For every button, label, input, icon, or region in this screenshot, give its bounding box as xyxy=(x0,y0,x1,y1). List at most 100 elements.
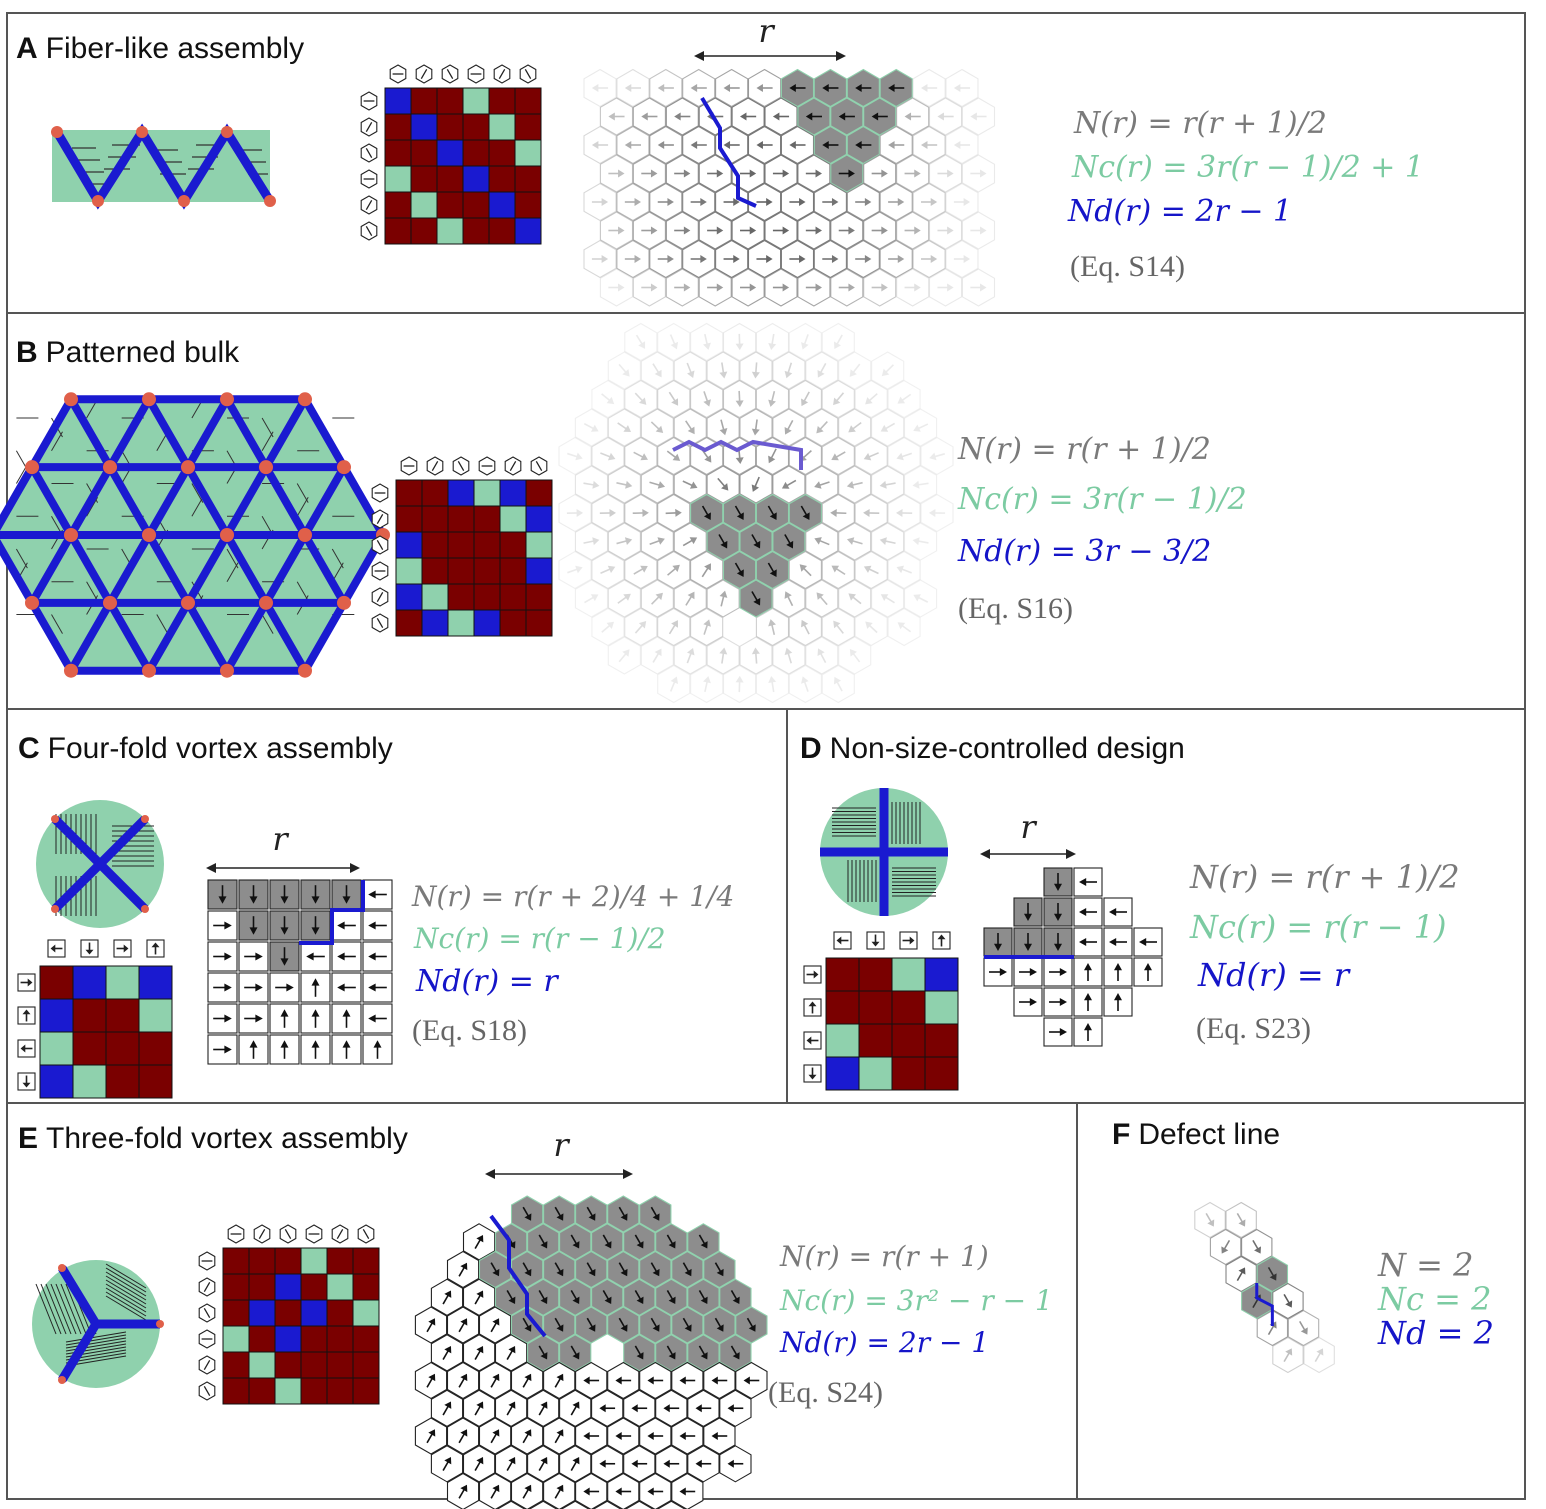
arrow-icon xyxy=(871,112,888,121)
hex-tile xyxy=(706,579,740,618)
arrow-icon xyxy=(342,1009,351,1028)
lattice-node xyxy=(259,460,273,475)
arrow-icon xyxy=(816,592,828,606)
hex-tile xyxy=(1256,1255,1289,1293)
panel-e-r-label: r xyxy=(553,1126,570,1164)
square-tile xyxy=(300,1003,331,1034)
arrow-icon xyxy=(663,1404,680,1413)
hexagon-orientation-icon xyxy=(305,1224,323,1244)
matrix-cell xyxy=(825,1023,860,1058)
arrow-icon xyxy=(624,84,641,92)
arrow-icon xyxy=(784,591,794,607)
arrow-icon xyxy=(1049,968,1067,976)
hex-tile xyxy=(912,125,946,165)
arrow-icon xyxy=(458,1373,468,1388)
hex-tile xyxy=(510,1306,544,1344)
arrow-icon xyxy=(601,621,615,633)
arrow-icon xyxy=(666,1290,676,1305)
matrix-cell xyxy=(447,479,475,507)
hexagon-orientation-icon xyxy=(279,1224,297,1244)
hex-tile xyxy=(687,1223,720,1261)
square-tile xyxy=(269,972,300,1003)
hex-tile xyxy=(755,322,790,362)
arrow-icon xyxy=(690,255,707,263)
arrow-icon xyxy=(674,169,691,178)
hexagon-orientation-icon xyxy=(360,143,378,163)
lattice-node xyxy=(259,595,273,610)
hex-tile xyxy=(690,379,724,419)
square-tile xyxy=(1103,987,1133,1017)
arrow-icon xyxy=(641,283,658,292)
arrow-icon xyxy=(1079,908,1097,916)
panel-a-hex-lattice: r xyxy=(583,12,996,307)
arrow-icon xyxy=(631,1459,648,1468)
arrow-icon xyxy=(937,169,954,178)
arrow-icon xyxy=(311,885,320,904)
panel-a-eq-ref: (Eq. S14) xyxy=(1070,250,1185,283)
arrow-icon xyxy=(805,169,822,178)
arrow-icon xyxy=(801,676,809,692)
arrow-icon xyxy=(743,1376,760,1385)
arrow-icon xyxy=(703,619,711,635)
panel-e-eq-nc: Nc(r) = 3r² − r − 1 xyxy=(780,1284,1053,1317)
matrix-cell xyxy=(105,998,140,1033)
hex-tile xyxy=(430,1334,464,1372)
matrix-cell xyxy=(825,990,860,1025)
arrow-icon xyxy=(801,619,810,635)
matrix-cell xyxy=(499,557,527,585)
hex-tile xyxy=(747,182,782,222)
arrow-icon xyxy=(735,390,744,408)
panel-c-interaction-matrix xyxy=(17,939,173,1099)
matrix-cell xyxy=(326,1351,354,1379)
arrow-icon xyxy=(1205,1212,1215,1227)
arrow-icon xyxy=(701,563,711,578)
lattice-node xyxy=(298,528,312,542)
matrix-cell xyxy=(105,965,140,1000)
hex-tile xyxy=(462,1389,496,1427)
matrix-cell xyxy=(410,87,438,115)
arrow-icon xyxy=(814,481,830,489)
arrow-icon xyxy=(554,1317,564,1332)
matrix-cell xyxy=(891,990,926,1025)
arrow-icon xyxy=(756,84,773,92)
hex-tile xyxy=(559,1445,592,1483)
hex-tile xyxy=(871,522,905,561)
hex-tile xyxy=(607,1250,640,1289)
arrow-icon xyxy=(641,112,658,121)
matrix-cell xyxy=(274,1273,302,1301)
arrow-icon xyxy=(727,1459,744,1468)
hex-tile xyxy=(632,97,666,136)
hex-tile xyxy=(805,408,839,447)
arrow-icon xyxy=(1109,938,1127,946)
hex-tile xyxy=(657,550,691,590)
hexagon-orientation-icon xyxy=(371,561,389,581)
arrow-icon xyxy=(808,1067,817,1080)
square-orientation-icon xyxy=(803,998,822,1017)
arrow-icon xyxy=(751,419,760,436)
hex-tile xyxy=(591,379,625,419)
arrow-icon xyxy=(368,952,387,961)
hex-tile xyxy=(846,182,880,222)
arrow-icon xyxy=(1079,938,1097,946)
matrix-cell xyxy=(395,609,423,637)
hex-tile xyxy=(510,1250,544,1289)
lattice-node xyxy=(51,815,59,823)
arrow-icon xyxy=(618,363,630,377)
arrow-icon xyxy=(723,198,740,206)
panel-f-eq-nd: Nd = 2 xyxy=(1378,1314,1494,1352)
hex-tile xyxy=(703,1306,736,1344)
arrow-icon xyxy=(1054,873,1062,891)
hex-tile xyxy=(722,379,757,419)
hex-tile xyxy=(591,1445,624,1483)
arrow-icon xyxy=(218,885,227,904)
square-orientation-icon xyxy=(932,931,951,950)
matrix-cell xyxy=(384,191,412,219)
arrow-icon xyxy=(599,1404,616,1413)
lattice-node xyxy=(103,595,117,610)
arrow-icon xyxy=(921,141,938,149)
lattice-node xyxy=(103,460,117,475)
hex-tile xyxy=(607,408,641,447)
square-tile xyxy=(362,1034,393,1065)
arrow-icon xyxy=(686,362,695,379)
